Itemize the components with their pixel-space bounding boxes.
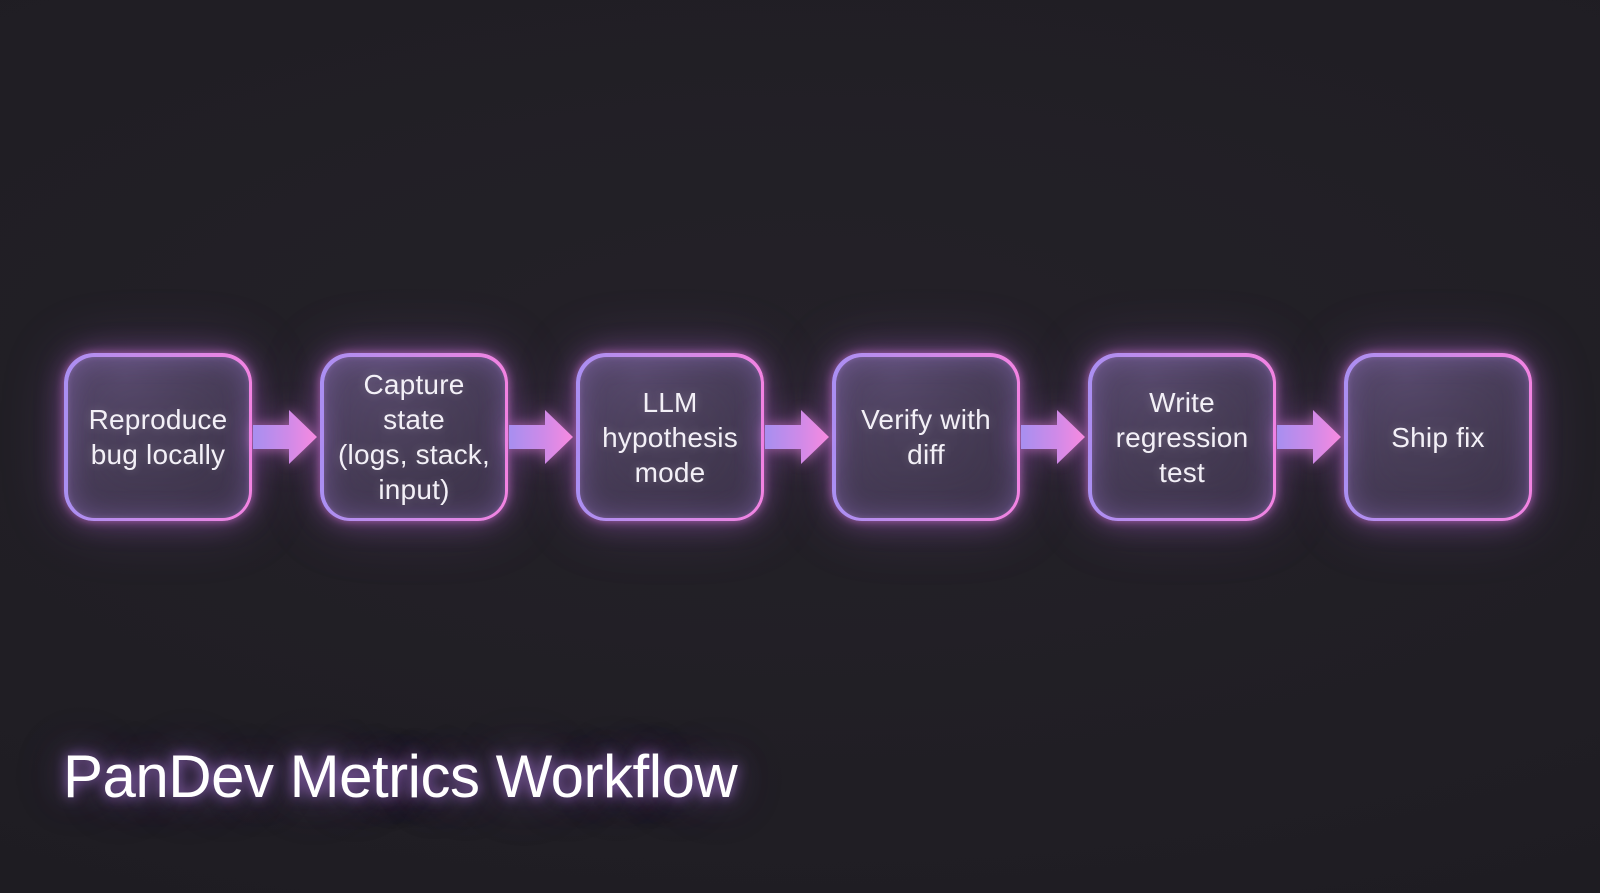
step-label: Capture state (logs, stack, input) (338, 369, 490, 505)
step-box-surface: Verify with diff (835, 356, 1017, 518)
step-box-reproduce-bug: Reproduce bug locally (64, 353, 252, 521)
step-label: LLM hypothesis mode (602, 386, 738, 488)
step-box-verify-diff: Verify with diff (832, 353, 1020, 521)
step-label: Reproduce bug locally (88, 404, 228, 470)
step-label: Ship fix (1391, 421, 1485, 453)
arrow-right-icon (252, 353, 320, 521)
step-box-surface: LLM hypothesis mode (579, 356, 761, 518)
step-box-surface: Capture state (logs, stack, input) (323, 356, 505, 518)
step-box-capture-state: Capture state (logs, stack, input) (320, 353, 508, 521)
step-label: Write regression test (1115, 386, 1249, 488)
step-box-ship-fix: Ship fix (1344, 353, 1532, 521)
step-label: Verify with diff (861, 404, 991, 470)
arrow-right-icon (1276, 353, 1344, 521)
diagram-title: PanDev Metrics Workflow (63, 743, 738, 810)
arrow-right-icon (1020, 353, 1088, 521)
arrow-right-icon (764, 353, 832, 521)
step-box-regression-test: Write regression test (1088, 353, 1276, 521)
workflow-row: Reproduce bug locally Capture state (log… (64, 353, 1532, 521)
arrow-right-icon (508, 353, 576, 521)
step-box-surface: Reproduce bug locally (67, 356, 249, 518)
step-box-surface: Write regression test (1091, 356, 1273, 518)
step-box-surface: Ship fix (1347, 356, 1529, 518)
step-box-llm-hypothesis: LLM hypothesis mode (576, 353, 764, 521)
